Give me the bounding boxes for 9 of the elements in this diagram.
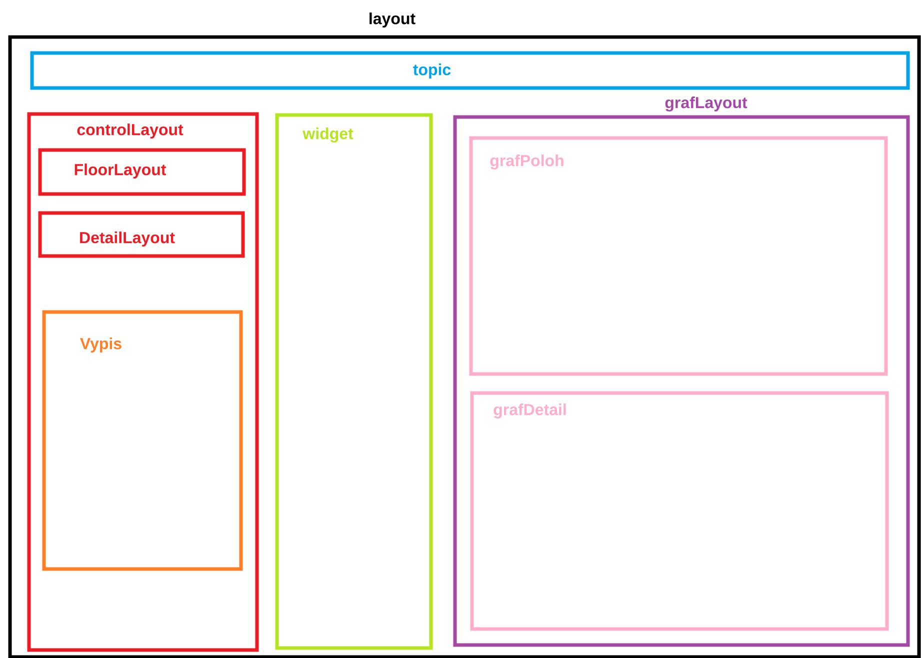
node-label: layout	[370, 12, 416, 28]
layout-box: topic	[30, 51, 910, 90]
layout-box: widget	[275, 113, 433, 650]
node-label: grafLayout	[665, 96, 748, 112]
layout-box: FloorLayout	[38, 148, 246, 196]
layout-box: grafDetail	[470, 391, 889, 631]
layout-box: grafPoloh	[469, 136, 888, 376]
layout-box: DetailLayout	[38, 211, 245, 258]
layout-box: Vypis	[42, 310, 243, 571]
